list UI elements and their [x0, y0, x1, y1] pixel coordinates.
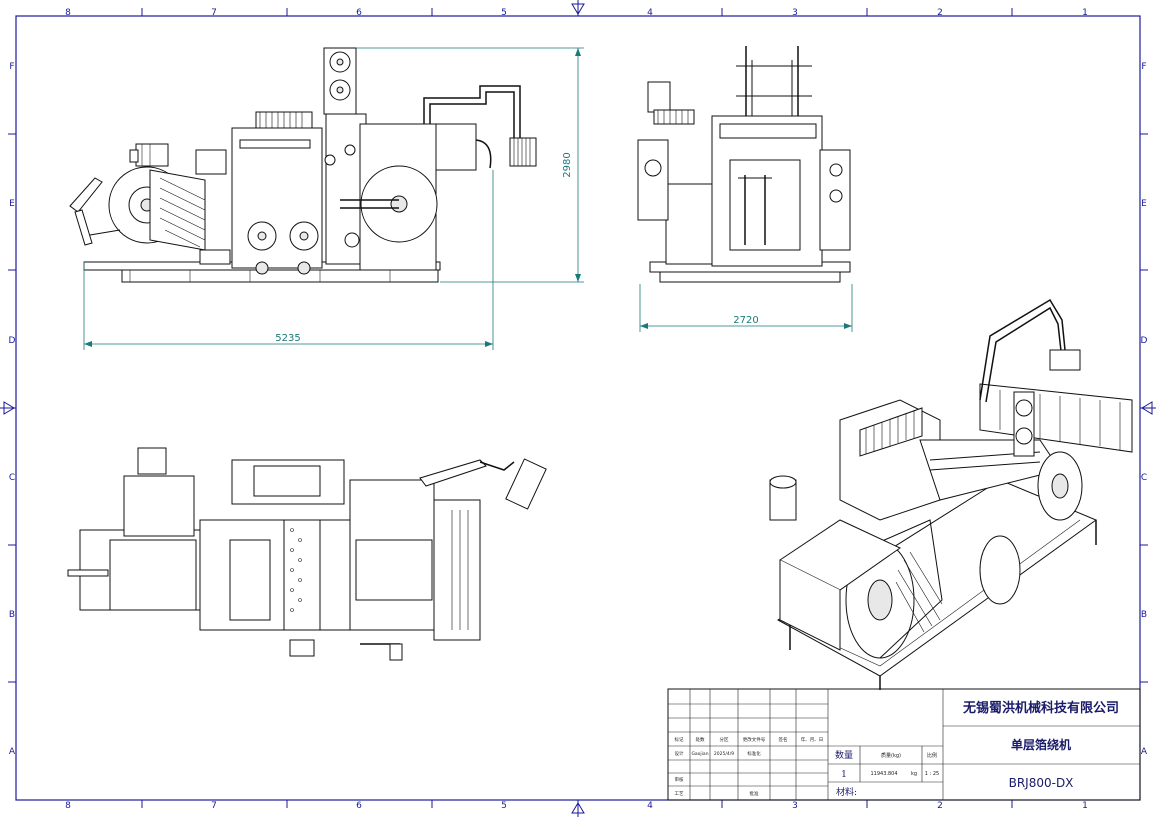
rev-header-file: 更改文件号 — [743, 736, 766, 743]
weight-unit: kg — [911, 771, 917, 777]
zone-col-3-bottom: 3 — [792, 801, 798, 811]
scale-label: 比例 — [927, 752, 937, 759]
zone-col-1: 1 — [1082, 8, 1088, 18]
rev-header-sign: 签名 — [779, 736, 788, 743]
material-label: 材料: — [836, 786, 857, 798]
zone-labels-bottom: 8 7 6 5 4 3 2 1 — [65, 801, 1088, 811]
zone-row-F-left: F — [9, 62, 14, 72]
craft-label: 工艺 — [675, 791, 684, 797]
zone-row-C-left: C — [9, 473, 15, 483]
weight-label: 质量(kg) — [881, 752, 901, 759]
zone-col-8-bottom: 8 — [65, 801, 71, 811]
zone-row-D-left: D — [9, 336, 16, 346]
front-view-dimensions: 5235 2980 — [83, 47, 584, 350]
drawing-name: 单层箔绕机 — [1011, 737, 1071, 752]
rev-header-count: 处数 — [696, 736, 705, 743]
dimension-height-label: 2980 — [562, 152, 573, 177]
zone-row-A-left: A — [9, 747, 16, 757]
drawing-code: BRJ800-DX — [1009, 776, 1074, 790]
zone-row-B-right: B — [1141, 610, 1147, 620]
zone-labels-top: 8 7 6 5 4 3 2 1 — [65, 8, 1088, 18]
review-label: 审核 — [675, 776, 684, 783]
design-label: 设计 — [675, 750, 684, 757]
zone-col-6: 6 — [356, 8, 362, 18]
zone-col-8: 8 — [65, 8, 71, 18]
top-view — [67, 447, 547, 661]
title-block: 标记 处数 分区 更改文件号 签名 年、月、日 设计 Gaojian 2025/… — [667, 688, 1141, 801]
zone-col-5: 5 — [501, 8, 507, 18]
zone-row-D-right: D — [1141, 336, 1148, 346]
dimension-width-label: 2720 — [733, 315, 758, 326]
zone-row-B-left: B — [9, 610, 15, 620]
zone-col-2: 2 — [937, 8, 943, 18]
zone-row-E-right: E — [1141, 199, 1147, 209]
side-view — [637, 46, 851, 283]
designer-name: Gaojian — [691, 751, 708, 757]
quantity-value: 1 — [841, 770, 847, 780]
quantity-label: 数量 — [835, 749, 853, 761]
zone-row-A-right: A — [1141, 747, 1148, 757]
zone-col-4-bottom: 4 — [647, 801, 653, 811]
zone-col-1-bottom: 1 — [1082, 801, 1088, 811]
isometric-view — [769, 298, 1133, 690]
rev-header-zone: 分区 — [720, 736, 729, 743]
rev-header-date: 年、月、日 — [801, 736, 824, 743]
zone-row-C-right: C — [1141, 473, 1147, 483]
company-name: 无锡蜀洪机械科技有限公司 — [962, 700, 1119, 716]
zone-row-E-left: E — [9, 199, 15, 209]
front-view — [69, 47, 537, 283]
approve-label: 批准 — [750, 790, 759, 797]
zone-col-5-bottom: 5 — [501, 801, 507, 811]
dimension-length-label: 5235 — [275, 333, 300, 344]
zone-col-6-bottom: 6 — [356, 801, 362, 811]
zone-row-F-right: F — [1141, 62, 1146, 72]
side-view-dimensions: 2720 — [639, 284, 853, 332]
zone-labels-side: F E D C B A F E D C B A — [9, 62, 1148, 757]
zone-col-2-bottom: 2 — [937, 801, 943, 811]
zone-col-4: 4 — [647, 8, 653, 18]
zone-col-7: 7 — [211, 8, 217, 18]
weight-value: 11943.804 — [870, 771, 897, 777]
rev-header-mark: 标记 — [675, 736, 684, 743]
zone-col-3: 3 — [792, 8, 798, 18]
zone-col-7-bottom: 7 — [211, 801, 217, 811]
design-date: 2025/4/9 — [714, 751, 734, 757]
scale-value: 1 : 25 — [925, 771, 939, 777]
standard-label: 标准化 — [747, 750, 761, 757]
